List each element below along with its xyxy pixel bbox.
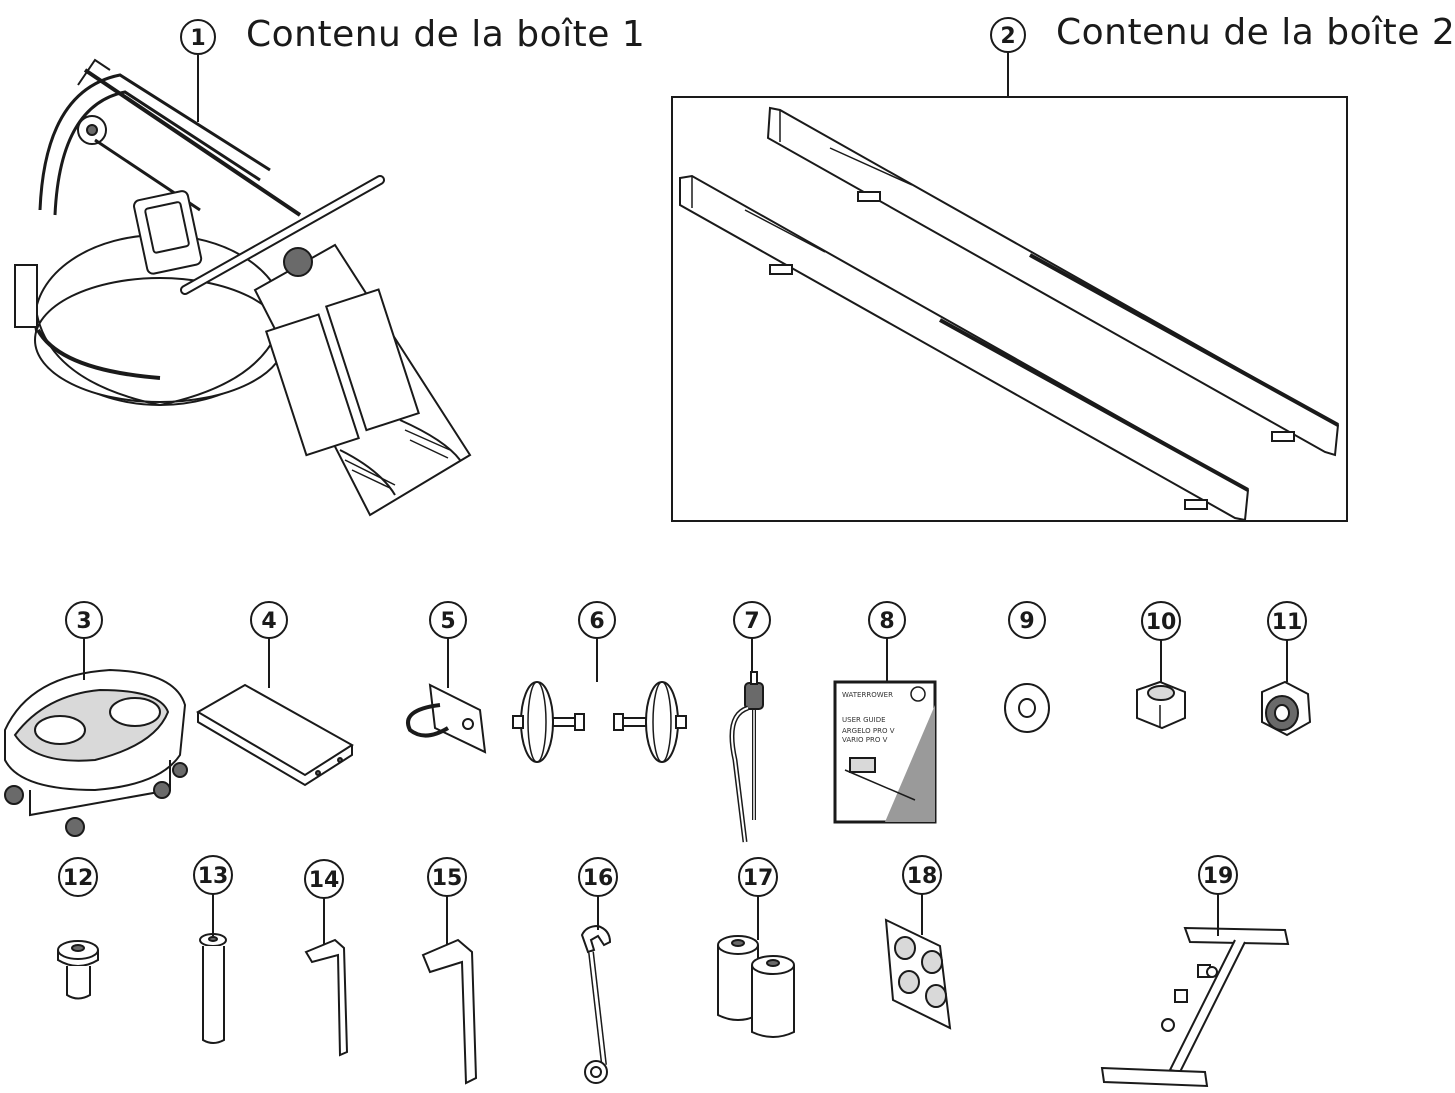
- part-15-hex-key-large: [421, 938, 478, 1085]
- box2-title: Contenu de la boîte 2: [1056, 12, 1455, 53]
- part-13-pin: [199, 933, 227, 1044]
- callout-17: 17: [743, 866, 774, 891]
- callout-19-circle: [1198, 855, 1238, 895]
- part-14-hex-key-small: [304, 938, 349, 1057]
- callout-4: 4: [261, 609, 276, 634]
- part-3-seat: [4, 668, 188, 837]
- part-9-washer: [1004, 683, 1050, 733]
- callout-7-circle: [733, 601, 771, 639]
- part-8-user-guide: WATERROWER USER GUIDE ARGELO PRO V VARIO…: [833, 680, 937, 824]
- manual-line-2: VARIO PRO V: [842, 736, 888, 744]
- callout-2-circle: [990, 17, 1026, 53]
- callout-1-circle: [180, 19, 216, 55]
- part-19-frame: [1100, 926, 1290, 1088]
- part-1-rower-head: [14, 58, 472, 517]
- part-16-wrench: [580, 924, 612, 1084]
- callout-3: 3: [76, 609, 91, 634]
- part-18-pads: [884, 918, 952, 1030]
- callout-9: 9: [1019, 609, 1034, 634]
- part-4-plate: [196, 683, 354, 787]
- callout-15: 15: [432, 866, 463, 891]
- callout-5: 5: [440, 609, 455, 634]
- part-17-batteries: [717, 935, 795, 1038]
- callout-19: 19: [1203, 864, 1234, 889]
- callout-16: 16: [583, 866, 614, 891]
- callout-9-circle: [1008, 601, 1046, 639]
- callout-12: 12: [63, 866, 94, 891]
- callout-6-circle: [578, 601, 616, 639]
- callout-12-circle: [58, 857, 98, 897]
- part-2-rails: [671, 96, 1348, 522]
- callout-18: 18: [907, 864, 938, 889]
- callout-18-circle: [902, 855, 942, 895]
- part-12-bolt: [57, 940, 99, 1000]
- callout-4-circle: [250, 601, 288, 639]
- callout-6: 6: [589, 609, 604, 634]
- callout-17-circle: [738, 857, 778, 897]
- box1-title: Contenu de la boîte 1: [246, 14, 646, 55]
- part-11-lock-nut: [1261, 680, 1312, 737]
- callout-16-circle: [578, 857, 618, 897]
- callout-8-circle: [868, 601, 906, 639]
- callout-13: 13: [198, 864, 229, 889]
- callout-1: 1: [190, 26, 205, 51]
- callout-7: 7: [744, 609, 759, 634]
- callout-15-circle: [427, 857, 467, 897]
- callout-14-circle: [304, 859, 344, 899]
- callout-13-circle: [193, 855, 233, 895]
- manual-heading: USER GUIDE: [842, 716, 886, 724]
- callout-10: 10: [1146, 610, 1177, 635]
- part-6-wheels: [512, 681, 687, 763]
- callout-10-circle: [1141, 601, 1181, 641]
- callout-5-circle: [429, 601, 467, 639]
- manual-line-1: ARGELO PRO V: [842, 727, 895, 735]
- part-10-nut: [1136, 680, 1186, 730]
- callout-8: 8: [879, 609, 894, 634]
- part-5-ring-bracket: [406, 683, 487, 754]
- manual-brand: WATERROWER: [842, 691, 893, 699]
- callout-11-circle: [1267, 601, 1307, 641]
- part-7-pump: [729, 671, 764, 843]
- callout-14: 14: [309, 868, 340, 893]
- callout-11: 11: [1272, 610, 1303, 635]
- callout-3-circle: [65, 601, 103, 639]
- callout-2: 2: [1000, 24, 1015, 49]
